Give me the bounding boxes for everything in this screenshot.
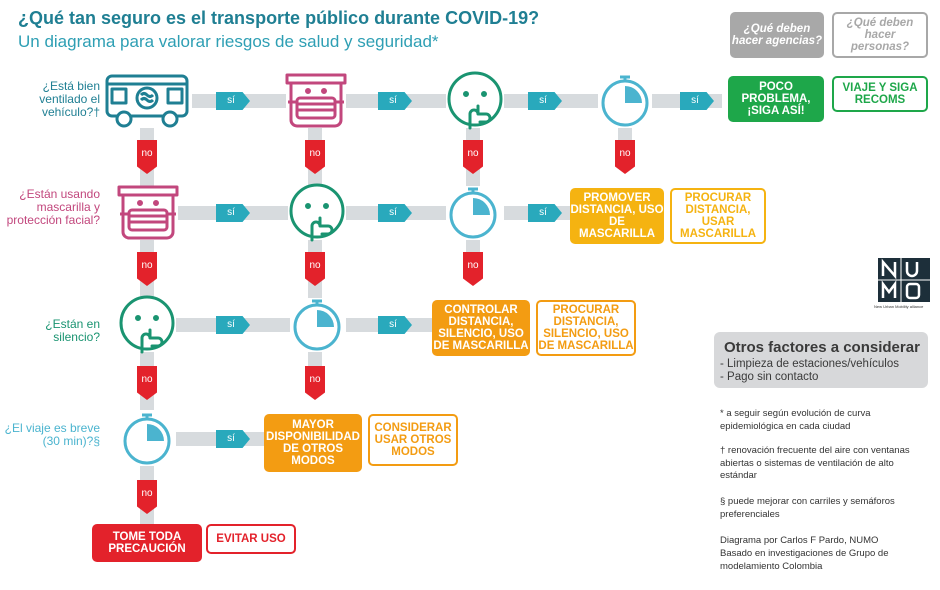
numo-logo [878, 258, 930, 302]
mask-icon [285, 73, 347, 128]
other-factor-item: - Pago sin contacto [720, 371, 819, 383]
yes-tag: sí [216, 316, 250, 334]
mask-icon [117, 185, 179, 240]
outcome-person-row5: EVITAR USO [206, 524, 296, 554]
outcome-agency-row4: MAYOR DISPONIBILIDAD DE OTROS MODOS [264, 414, 362, 472]
question-ventilation: ¿Está bien ventilado el vehículo?† [39, 79, 100, 119]
no-tag: no [137, 480, 157, 514]
outcome-person-row3: PROCURAR DISTANCIA, SILENCIO, USO DE MAS… [536, 300, 636, 356]
timer-icon [293, 299, 341, 351]
yes-tag: sí [528, 204, 562, 222]
numo-tagline: New Urban Mobility alliance [874, 304, 924, 309]
note-ventilation: † renovación frecuente del aire con vent… [720, 445, 910, 481]
no-tag: no [463, 140, 483, 174]
outcome-agency-row2: PROMOVER DISTANCIA, USO DE MASCARILLA [570, 188, 664, 244]
no-tag: no [305, 252, 325, 286]
timer-icon [601, 75, 649, 127]
question-silence: ¿Están en silencio? [45, 317, 100, 344]
yes-tag: sí [216, 430, 250, 448]
no-tag: no [137, 366, 157, 400]
agencies-header: ¿Qué deben hacer agencias? [730, 12, 824, 58]
no-tag: no [305, 140, 325, 174]
outcome-person-row1: VIAJE Y SIGA RECOMS [832, 76, 928, 112]
no-tag: no [305, 366, 325, 400]
yes-tag: sí [216, 204, 250, 222]
persons-header: ¿Qué deben hacer personas? [832, 12, 928, 58]
silence-icon [119, 295, 175, 354]
yes-tag: sí [378, 316, 412, 334]
yes-tag: sí [680, 92, 714, 110]
outcome-person-row2: PROCURAR DISTANCIA, USAR MASCARILLA [670, 188, 766, 244]
yes-tag: sí [216, 92, 250, 110]
yes-tag: sí [378, 92, 412, 110]
timer-icon [123, 413, 171, 465]
yes-tag: sí [528, 92, 562, 110]
other-factors-panel [714, 332, 928, 388]
timer-icon [449, 187, 497, 239]
page-title: ¿Qué tan seguro es el transporte público… [18, 8, 540, 28]
note-lanes: § puede mejorar con carriles y semáforos… [720, 496, 895, 520]
outcome-agency-row5: TOME TODA PRECAUCIÓN [92, 524, 202, 562]
no-tag: no [615, 140, 635, 174]
credit-source: Basado en investigaciones de Grupo de mo… [720, 548, 889, 572]
yes-tag: sí [378, 204, 412, 222]
other-factors-title: Otros factores a considerar [724, 339, 920, 356]
no-tag: no [137, 140, 157, 174]
page-subtitle: Un diagrama para valorar riesgos de salu… [18, 32, 439, 51]
silence-icon [447, 71, 503, 130]
question-short-trip: ¿El viaje es breve (30 min)?§ [4, 421, 100, 448]
bus-icon [105, 74, 189, 128]
other-factor-item: - Limpieza de estaciones/vehículos [720, 358, 899, 370]
no-tag: no [137, 252, 157, 286]
silence-icon [289, 183, 345, 242]
question-mask: ¿Están usando mascarilla y protección fa… [6, 187, 100, 227]
no-tag: no [463, 252, 483, 286]
outcome-agency-row1: POCO PROBLEMA, ¡SIGA ASÍ! [728, 76, 824, 122]
outcome-person-row4: CONSIDERAR USAR OTROS MODOS [368, 414, 458, 466]
outcome-agency-row3: CONTROLAR DISTANCIA, SILENCIO, USO DE MA… [432, 300, 530, 356]
credit-author: Diagrama por Carlos F Pardo, NUMO [720, 535, 879, 546]
note-epidemic: * a seguir según evolución de curva epid… [720, 408, 871, 432]
